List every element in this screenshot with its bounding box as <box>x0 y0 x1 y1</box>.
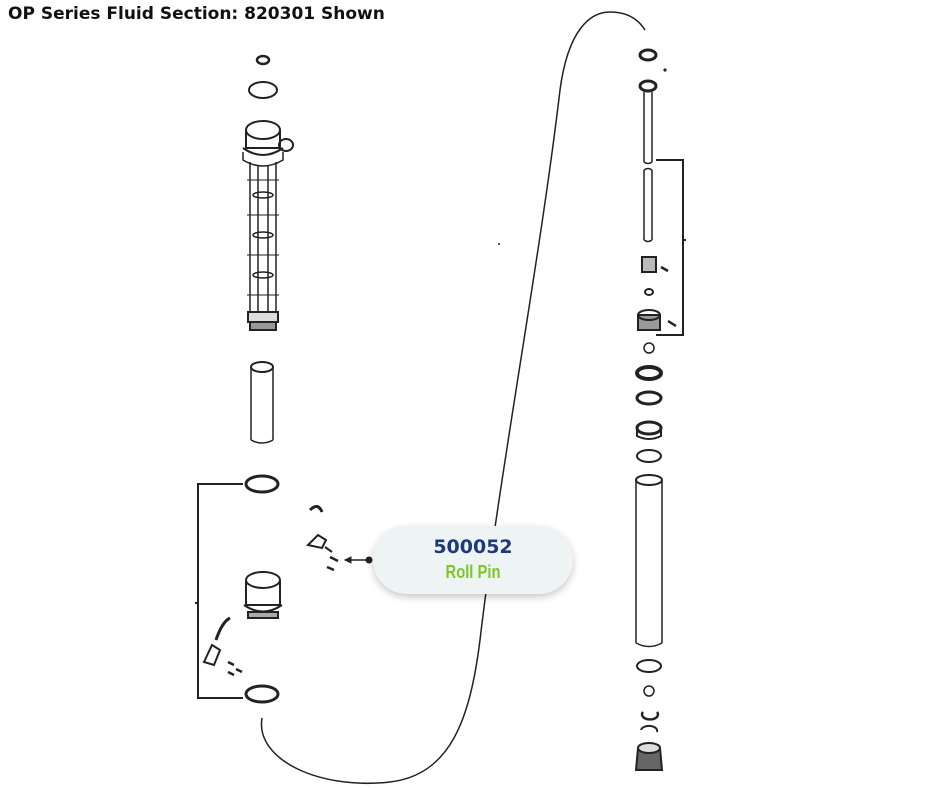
piston-rod-lower <box>643 167 653 243</box>
top-washer <box>638 79 658 93</box>
o-ring-cylinder-bottom <box>636 659 662 673</box>
upper-piston <box>641 256 669 273</box>
group-bracket-left <box>197 483 243 699</box>
foot-valve-seat <box>634 724 664 771</box>
gland-nut <box>635 420 663 440</box>
sleeve-tube <box>250 361 274 444</box>
gland-seal-1 <box>635 365 663 381</box>
gland-seal-2 <box>635 390 663 406</box>
assembly-connector-curve <box>260 11 646 784</box>
o-ring-top <box>248 81 278 99</box>
foot-valve-ball <box>643 685 655 697</box>
roll-pin-lower <box>326 565 335 572</box>
lower-piston <box>637 309 677 331</box>
pump-cylinder <box>635 474 663 648</box>
retainer-bracket-upper <box>305 533 328 550</box>
check-ball <box>643 342 655 354</box>
small-nut <box>255 54 271 66</box>
left-assembly <box>195 54 339 704</box>
cage-rods <box>247 162 279 315</box>
piston-rod-upper <box>643 92 653 165</box>
page-title: OP Series Fluid Section: 820301 Shown <box>8 4 385 24</box>
retainer-bracket-lower <box>202 643 222 667</box>
o-ring-cylinder-top <box>636 449 662 463</box>
part-callout: 500052 Roll Pin <box>373 526 573 594</box>
pointer-arrow-icon <box>343 556 373 564</box>
snap-ring <box>640 711 660 721</box>
outlet-housing <box>242 120 294 167</box>
top-nut <box>638 48 658 62</box>
gasket-ring-lower <box>244 684 280 704</box>
retaining-clip-lower <box>214 616 231 641</box>
retaining-clip-upper <box>308 505 324 513</box>
foot-valve-housing <box>243 571 283 619</box>
roll-pin-upper <box>329 555 339 563</box>
group-bracket-right <box>656 159 684 336</box>
callout-part-name: Roll Pin <box>445 562 501 582</box>
right-assembly <box>634 48 686 771</box>
callout-part-number: 500052 <box>433 536 513 558</box>
small-ball <box>644 288 654 296</box>
cage-bottom-fitting <box>247 311 279 331</box>
gasket-ring-upper <box>244 474 280 494</box>
